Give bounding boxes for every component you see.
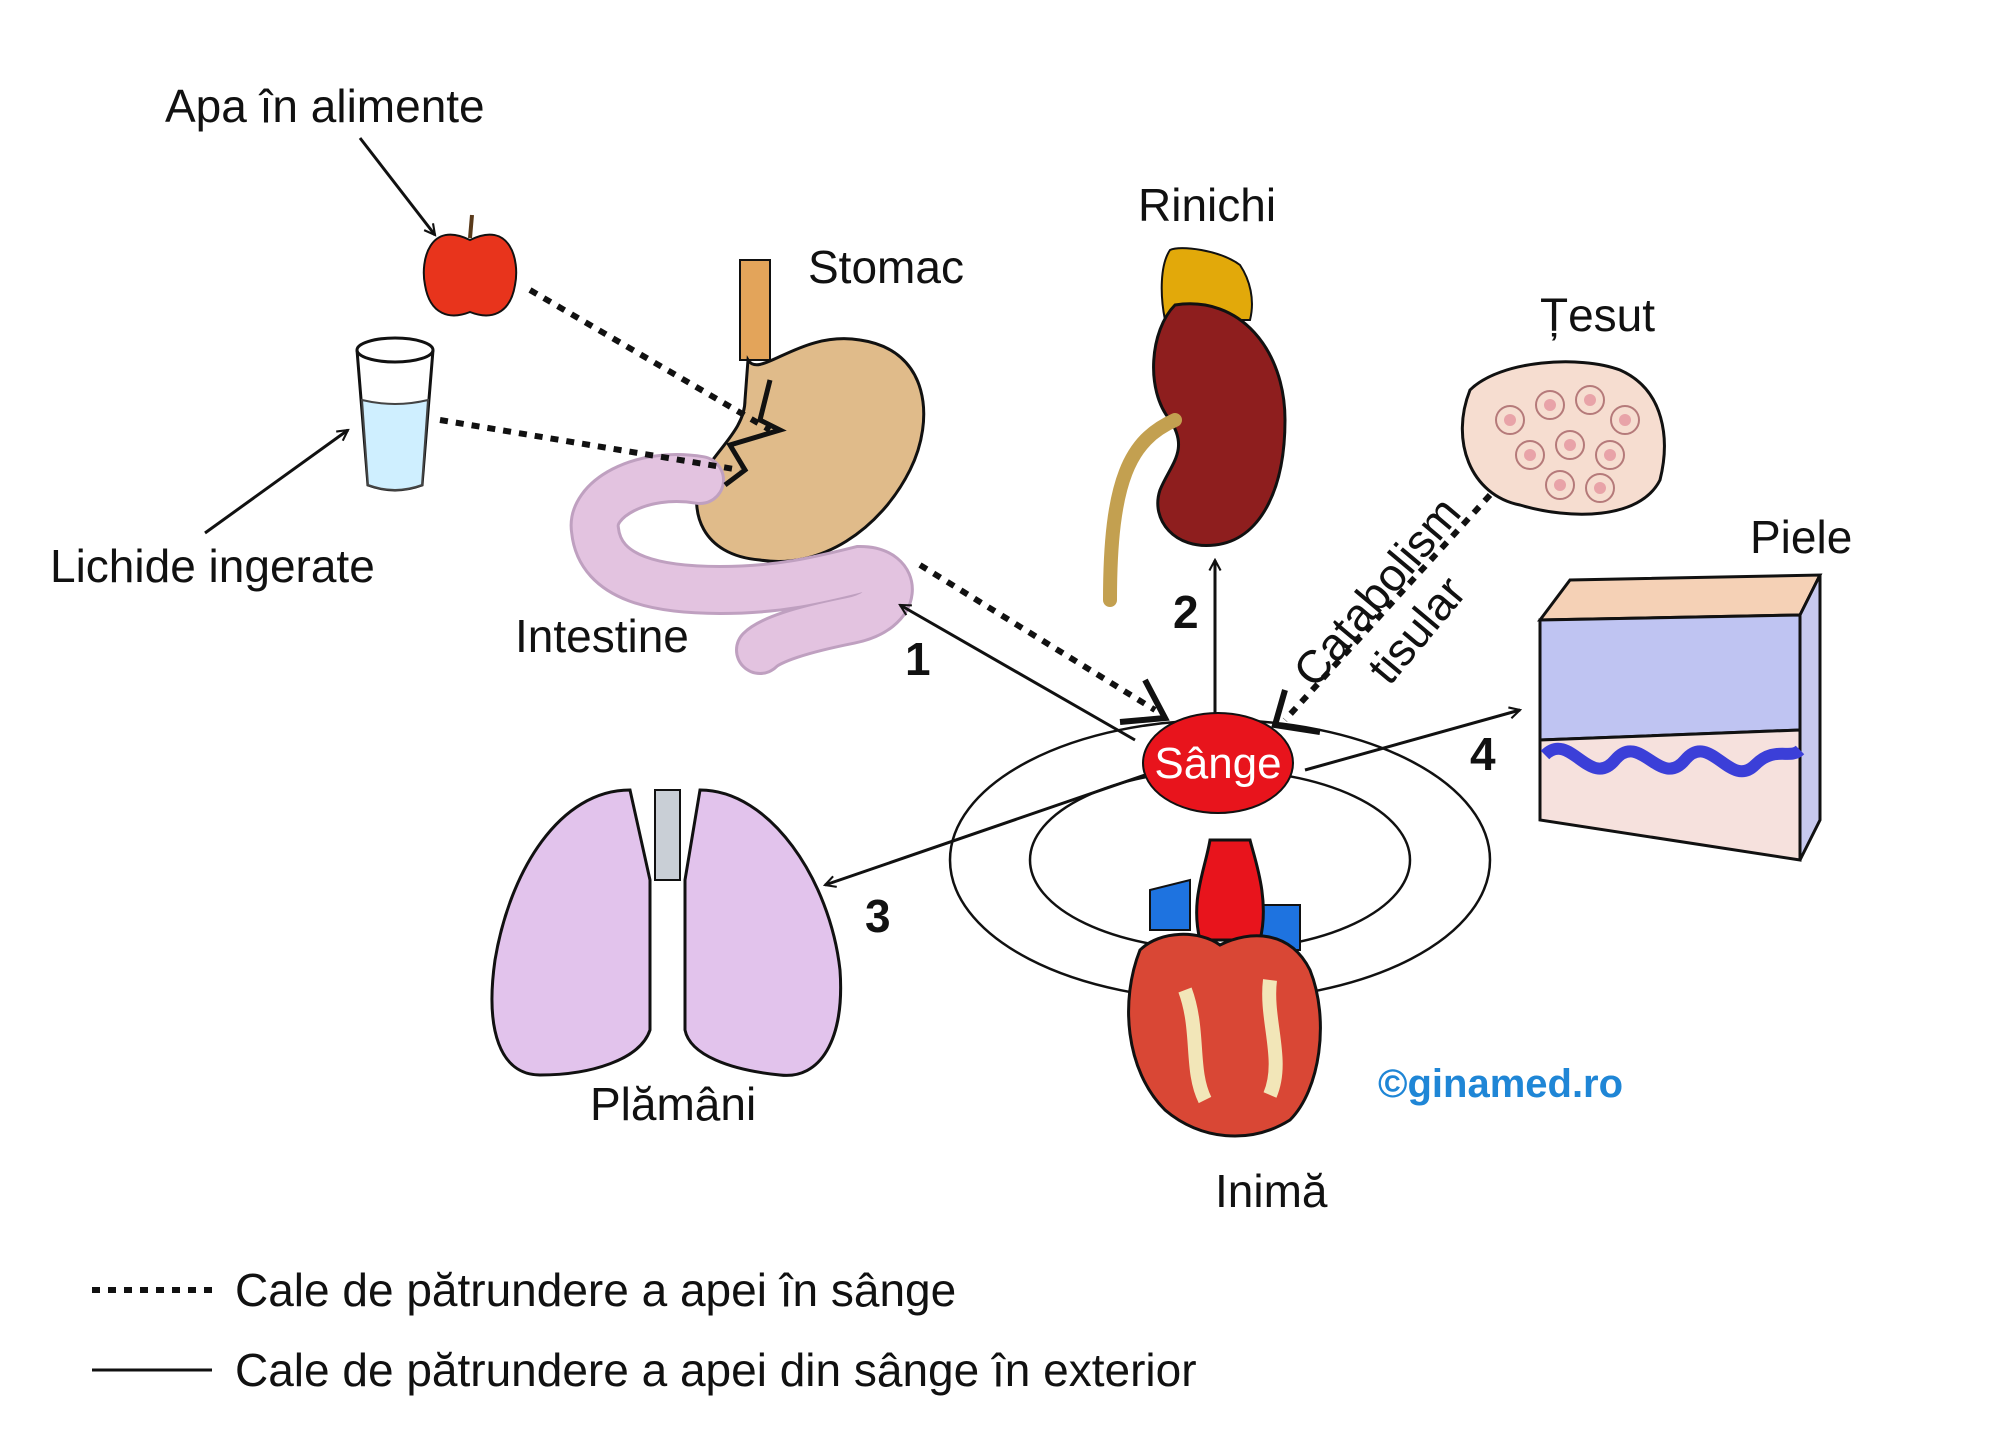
tissue-illustration bbox=[1460, 360, 1666, 516]
heart-illustration bbox=[1127, 838, 1322, 1138]
label-food-water: Apa în alimente bbox=[165, 80, 485, 132]
kidney-illustration bbox=[1103, 247, 1287, 607]
stomach-illustration bbox=[695, 259, 926, 563]
label-intestine: Intestine bbox=[515, 610, 689, 662]
path-number-4: 4 bbox=[1470, 728, 1496, 780]
path-number-1: 1 bbox=[905, 633, 931, 685]
label-tissue: Țesut bbox=[1540, 289, 1655, 341]
legend: Cale de pătrundere a apei în sânge Cale … bbox=[92, 1264, 1197, 1396]
path-number-2: 2 bbox=[1173, 586, 1199, 638]
legend-dotted-label: Cale de pătrundere a apei în sânge bbox=[235, 1264, 956, 1316]
blood-node: Sânge bbox=[1142, 712, 1294, 814]
label-stomach: Stomac bbox=[808, 241, 964, 293]
dotted-input-paths bbox=[439, 287, 1493, 723]
water-glass-icon bbox=[355, 336, 435, 492]
blood-label: Sânge bbox=[1154, 739, 1281, 788]
legend-solid-label: Cale de pătrundere a apei din sânge în e… bbox=[235, 1344, 1197, 1396]
pointer-ingested-liquids bbox=[204, 430, 348, 535]
watermark: ©ginamed.ro bbox=[1378, 1062, 1623, 1106]
lungs-illustration bbox=[490, 788, 843, 1077]
path-number-3: 3 bbox=[865, 890, 891, 942]
apple-icon bbox=[422, 214, 518, 317]
label-lungs: Plămâni bbox=[590, 1078, 756, 1130]
skin-illustration bbox=[1536, 573, 1823, 862]
label-ingested-liquids: Lichide ingerate bbox=[50, 540, 375, 592]
tissue-entry-arrowhead bbox=[1271, 689, 1321, 735]
label-heart: Inimă bbox=[1215, 1165, 1328, 1217]
label-kidney: Rinichi bbox=[1138, 179, 1276, 231]
blood-entry-arrowhead bbox=[1119, 678, 1170, 725]
label-catabolism: Catabolism tisular bbox=[1283, 487, 1476, 697]
solid-output-arrows bbox=[825, 560, 1520, 885]
intestine-illustration bbox=[569, 453, 914, 675]
pointer-food-water bbox=[358, 137, 435, 235]
label-skin: Piele bbox=[1750, 511, 1852, 563]
stomach-entry-zigzag bbox=[723, 379, 787, 487]
